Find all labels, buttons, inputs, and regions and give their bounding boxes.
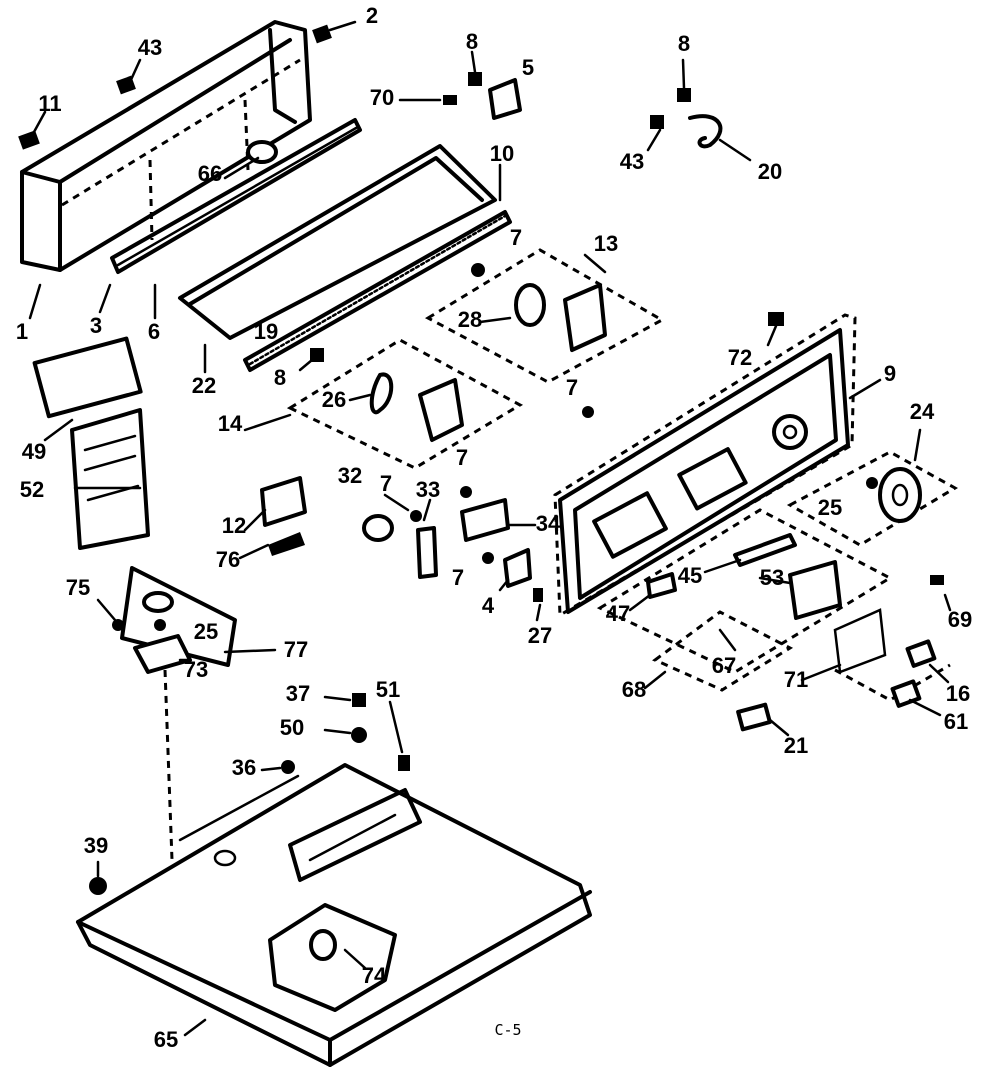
callout-76: 76	[215, 547, 241, 572]
small-parts	[32, 78, 772, 732]
callout-25: 25	[817, 495, 843, 520]
callout-8: 8	[465, 29, 479, 54]
knob-group	[786, 450, 959, 547]
callout-3: 3	[89, 313, 103, 338]
callout-8: 8	[677, 31, 691, 56]
callout-43: 43	[137, 35, 163, 60]
callout-2: 2	[365, 3, 379, 28]
callout-65: 65	[153, 1027, 179, 1052]
bracket	[120, 566, 237, 861]
callout-50: 50	[279, 715, 305, 740]
callout-45: 45	[677, 563, 703, 588]
switch-panel-group	[652, 610, 794, 692]
motor-bracket-group	[424, 248, 666, 384]
callout-49: 49	[21, 439, 47, 464]
callout-74: 74	[361, 963, 387, 988]
callout-70: 70	[369, 85, 395, 110]
switch-group	[286, 338, 524, 470]
callout-6: 6	[147, 319, 161, 344]
callout-7: 7	[379, 471, 393, 496]
callout-32: 32	[337, 463, 363, 488]
callout-36: 36	[231, 755, 257, 780]
callout-61: 61	[943, 709, 969, 734]
callout-19: 19	[253, 319, 279, 344]
callout-10: 10	[489, 141, 515, 166]
callout-51: 51	[375, 677, 401, 702]
callout-68: 68	[621, 677, 647, 702]
callout-71: 71	[783, 667, 809, 692]
callout-5: 5	[521, 55, 535, 80]
callout-77: 77	[283, 637, 309, 662]
callout-52: 52	[19, 477, 45, 502]
dryer-top	[76, 763, 592, 1067]
callout-67: 67	[711, 653, 737, 678]
callout-53: 53	[759, 565, 785, 590]
callout-33: 33	[415, 477, 441, 502]
indicator-lamp-group	[833, 575, 951, 708]
diagram-code: C-5	[494, 1021, 522, 1039]
callout-75: 75	[65, 575, 91, 600]
callout-24: 24	[909, 399, 935, 424]
callout-28: 28	[457, 307, 483, 332]
callout-27: 27	[527, 623, 553, 648]
callout-8: 8	[273, 365, 287, 390]
callout-12: 12	[221, 513, 247, 538]
callout-43: 43	[619, 149, 645, 174]
console-trim	[178, 144, 512, 372]
callout-66: 66	[197, 161, 223, 186]
callout-26: 26	[321, 387, 347, 412]
control-panel	[553, 313, 857, 618]
callout-14: 14	[217, 411, 243, 436]
callout-22: 22	[191, 373, 217, 398]
callout-4: 4	[481, 593, 495, 618]
callout-69: 69	[947, 607, 973, 632]
callout-1: 1	[15, 319, 29, 344]
callout-20: 20	[757, 159, 783, 184]
callout-9: 9	[883, 361, 897, 386]
callout-11: 11	[38, 91, 62, 116]
callout-21: 21	[783, 733, 809, 758]
callout-7: 7	[455, 445, 469, 470]
callout-7: 7	[509, 225, 523, 250]
callout-37: 37	[285, 681, 311, 706]
screws-and-leaders	[18, 20, 952, 1037]
callout-7: 7	[565, 375, 579, 400]
callout-73: 73	[183, 657, 209, 682]
indicator-group	[596, 508, 894, 674]
callout-72: 72	[727, 345, 753, 370]
console-back-panel	[20, 20, 312, 272]
callout-13: 13	[593, 231, 619, 256]
callout-47: 47	[605, 601, 631, 626]
console-bracket	[110, 118, 362, 274]
callout-16: 16	[945, 681, 971, 706]
callout-39: 39	[83, 833, 109, 858]
callout-34: 34	[535, 511, 561, 536]
callout-25: 25	[193, 619, 219, 644]
callout-7: 7	[451, 565, 465, 590]
